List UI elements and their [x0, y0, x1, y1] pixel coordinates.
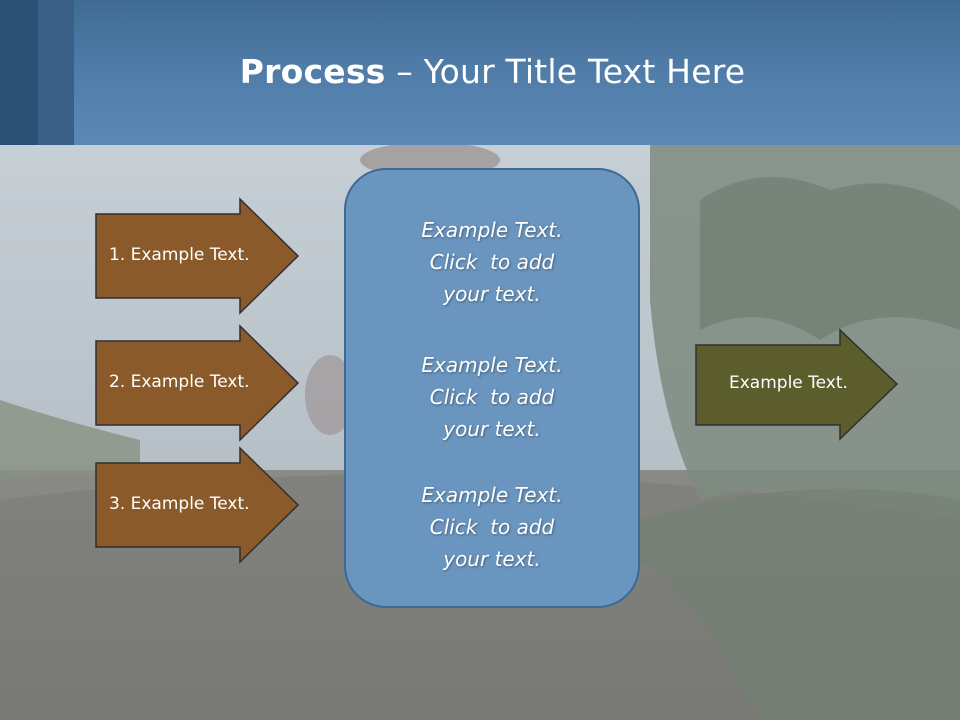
- center-text-block-3: Example Text. Click to add your text.: [346, 479, 638, 575]
- step-arrow-3[interactable]: [95, 446, 300, 564]
- center-text-line: your text.: [443, 417, 541, 441]
- title-bold-part: Process: [239, 52, 386, 91]
- step-arrow-1[interactable]: [95, 197, 300, 315]
- output-label: Example Text.: [729, 373, 848, 393]
- step-label-1: 1. Example Text.: [109, 245, 250, 265]
- step-label-3: 3. Example Text.: [109, 494, 250, 514]
- center-text-line: Example Text.: [421, 483, 563, 507]
- step-arrow-2[interactable]: [95, 324, 300, 442]
- center-text-line: your text.: [443, 547, 541, 571]
- header-accent-dark: [0, 0, 38, 145]
- output-arrow[interactable]: [695, 328, 899, 441]
- center-text-line: Click to add: [429, 515, 555, 539]
- center-text-line: Click to add: [429, 250, 555, 274]
- center-text-line: Example Text.: [421, 353, 563, 377]
- center-text-line: Click to add: [429, 385, 555, 409]
- step-label-2: 2. Example Text.: [109, 372, 250, 392]
- title-header: Process – Your Title Text Here: [0, 0, 960, 145]
- center-text-block-2: Example Text. Click to add your text.: [346, 349, 638, 445]
- center-text-line: Example Text.: [421, 218, 563, 242]
- center-text-line: your text.: [443, 282, 541, 306]
- title-rest-part: – Your Title Text Here: [385, 52, 746, 91]
- slide-title[interactable]: Process – Your Title Text Here: [0, 52, 960, 91]
- header-accent-mid: [38, 0, 74, 145]
- center-text-block-1: Example Text. Click to add your text.: [346, 214, 638, 310]
- center-text-box[interactable]: Example Text. Click to add your text. Ex…: [344, 168, 640, 608]
